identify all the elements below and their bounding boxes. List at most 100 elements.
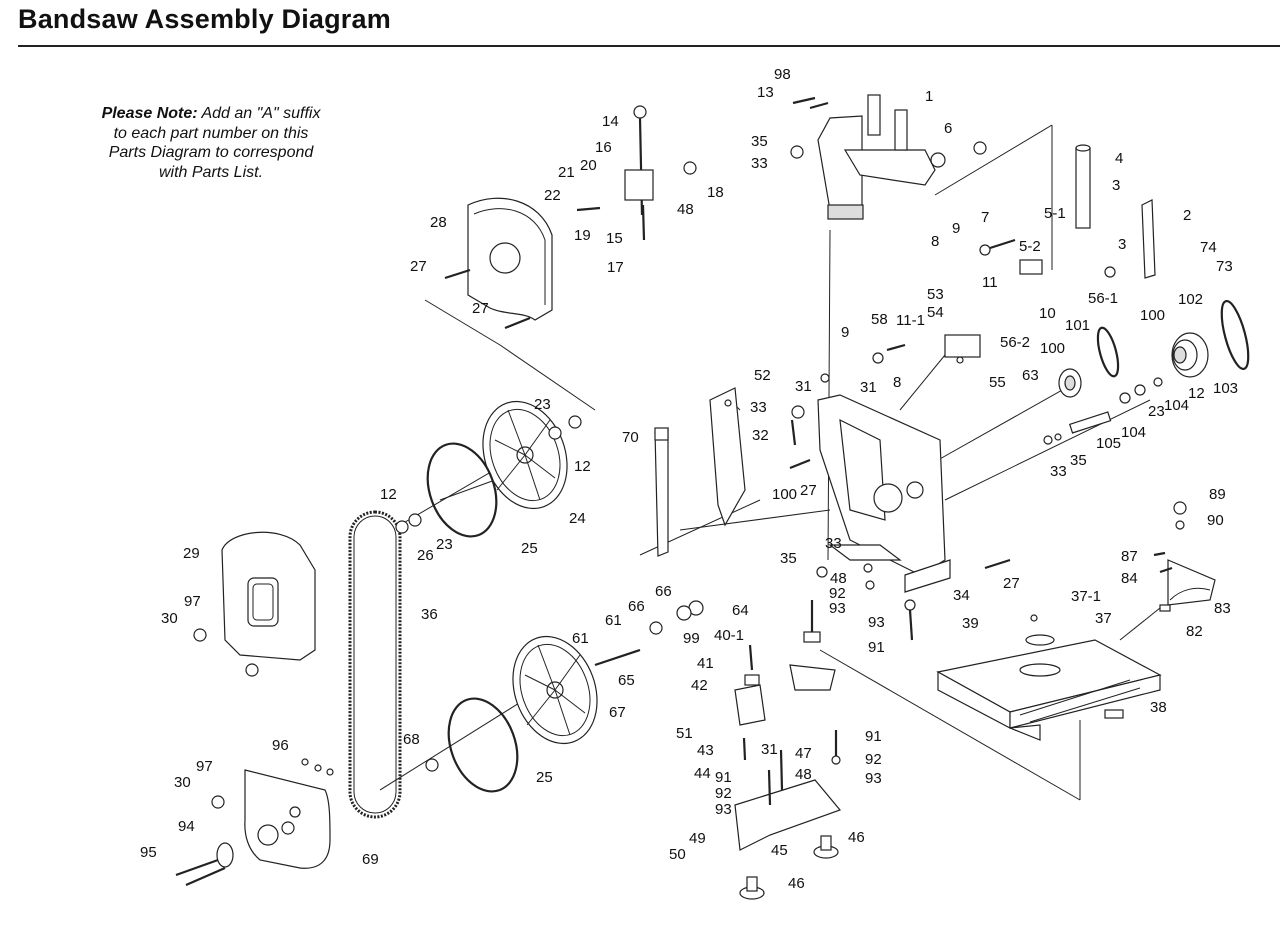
part-label-27: 27 [1003, 575, 1020, 592]
part-label-51: 51 [676, 725, 693, 742]
part-label-97: 97 [184, 593, 201, 610]
part-label-66: 66 [628, 598, 645, 615]
part-label-55: 55 [989, 374, 1006, 391]
lower-wheel-cover-69 [244, 769, 331, 869]
part-label-24: 24 [569, 510, 586, 527]
part-label-66: 66 [655, 583, 672, 600]
part-label-104: 104 [1164, 397, 1189, 414]
part-label-1: 1 [925, 88, 933, 105]
part-label-100: 100 [1040, 340, 1065, 357]
blade-36 [348, 510, 402, 819]
note-text: Add an "A" suffix to each part number on… [108, 105, 321, 181]
part-label-93: 93 [868, 614, 885, 631]
part-label-8: 8 [931, 233, 939, 250]
part-label-52: 52 [754, 367, 771, 384]
part-label-17: 17 [607, 259, 624, 276]
part-label-68: 68 [403, 731, 420, 748]
part-label-92: 92 [715, 785, 732, 802]
part-label-26: 26 [417, 547, 434, 564]
part-label-40-1: 40-1 [714, 627, 744, 644]
part-label-70: 70 [622, 429, 639, 446]
parts-note: Please Note: Add an "A" suffix to each p… [96, 104, 326, 182]
part-label-98: 98 [774, 66, 791, 83]
part-label-27: 27 [800, 482, 817, 499]
part-label-44: 44 [694, 765, 711, 782]
upper-wheel-24 [482, 400, 568, 510]
part-label-12: 12 [380, 486, 397, 503]
part-label-37-1: 37-1 [1071, 588, 1101, 605]
part-label-12: 12 [574, 458, 591, 475]
part-label-100: 100 [1140, 307, 1165, 324]
part-label-53: 53 [927, 286, 944, 303]
part-label-48: 48 [677, 201, 694, 218]
part-label-90: 90 [1207, 512, 1224, 529]
part-label-23: 23 [534, 396, 551, 413]
part-label-46: 46 [848, 829, 865, 846]
part-label-41: 41 [697, 655, 714, 672]
part-label-30: 30 [174, 774, 191, 791]
part-label-105: 105 [1096, 435, 1121, 452]
part-label-46: 46 [788, 875, 805, 892]
part-label-83: 83 [1214, 600, 1231, 617]
pulley-63 [1058, 368, 1082, 398]
table-39 [936, 634, 1162, 741]
part-label-31: 31 [761, 741, 778, 758]
part-label-73: 73 [1216, 258, 1233, 275]
part-label-33: 33 [1050, 463, 1067, 480]
part-label-92: 92 [829, 585, 846, 602]
part-label-37: 37 [1095, 610, 1112, 627]
part-label-64: 64 [732, 602, 749, 619]
part-label-33: 33 [750, 399, 767, 416]
part-label-74: 74 [1200, 239, 1217, 256]
part-label-93: 93 [829, 600, 846, 617]
motor-pulley-103 [1171, 332, 1209, 378]
part-label-38: 38 [1150, 699, 1167, 716]
part-label-61: 61 [572, 630, 589, 647]
part-label-14: 14 [602, 113, 619, 130]
shaft-105 [1068, 411, 1112, 434]
part-label-56-1: 56-1 [1088, 290, 1118, 307]
part-label-84: 84 [1121, 570, 1138, 587]
part-label-10: 10 [1039, 305, 1056, 322]
part-label-87: 87 [1121, 548, 1138, 565]
part-label-4: 4 [1115, 150, 1123, 167]
guide-bar-70 [654, 427, 669, 557]
part-label-48: 48 [795, 766, 812, 783]
part-label-96: 96 [272, 737, 289, 754]
part-label-3: 3 [1112, 177, 1120, 194]
part-label-97: 97 [196, 758, 213, 775]
part-label-82: 82 [1186, 623, 1203, 640]
part-label-65: 65 [618, 672, 635, 689]
part-label-36: 36 [421, 606, 438, 623]
part-label-43: 43 [697, 742, 714, 759]
part-label-11: 11 [982, 274, 998, 291]
belt-101 [1096, 326, 1120, 378]
part-label-99: 99 [683, 630, 700, 647]
part-label-95: 95 [140, 844, 157, 861]
part-label-31: 31 [795, 378, 812, 395]
part-label-49: 49 [689, 830, 706, 847]
part-label-61: 61 [605, 612, 622, 629]
part-label-5-2: 5-2 [1019, 238, 1041, 255]
part-label-9: 9 [841, 324, 849, 341]
part-label-100: 100 [772, 486, 797, 503]
alignment-lines [379, 124, 1161, 801]
upper-tire-25 [426, 442, 498, 538]
part-label-31: 31 [860, 379, 877, 396]
lower-wheel-67 [512, 635, 598, 745]
part-label-7: 7 [981, 209, 989, 226]
page-title: Bandsaw Assembly Diagram [18, 4, 391, 34]
part-label-67: 67 [609, 704, 626, 721]
part-label-23: 23 [1148, 403, 1165, 420]
part-label-5-1: 5-1 [1044, 205, 1066, 222]
part-label-93: 93 [865, 770, 882, 787]
guide-bracket-2 [1141, 199, 1156, 279]
part-label-19: 19 [574, 227, 591, 244]
part-label-42: 42 [691, 677, 708, 694]
hardware-bolts [175, 96, 1187, 887]
part-label-33: 33 [825, 535, 842, 552]
part-label-91: 91 [715, 769, 732, 786]
part-label-16: 16 [595, 139, 612, 156]
part-label-8: 8 [893, 374, 901, 391]
